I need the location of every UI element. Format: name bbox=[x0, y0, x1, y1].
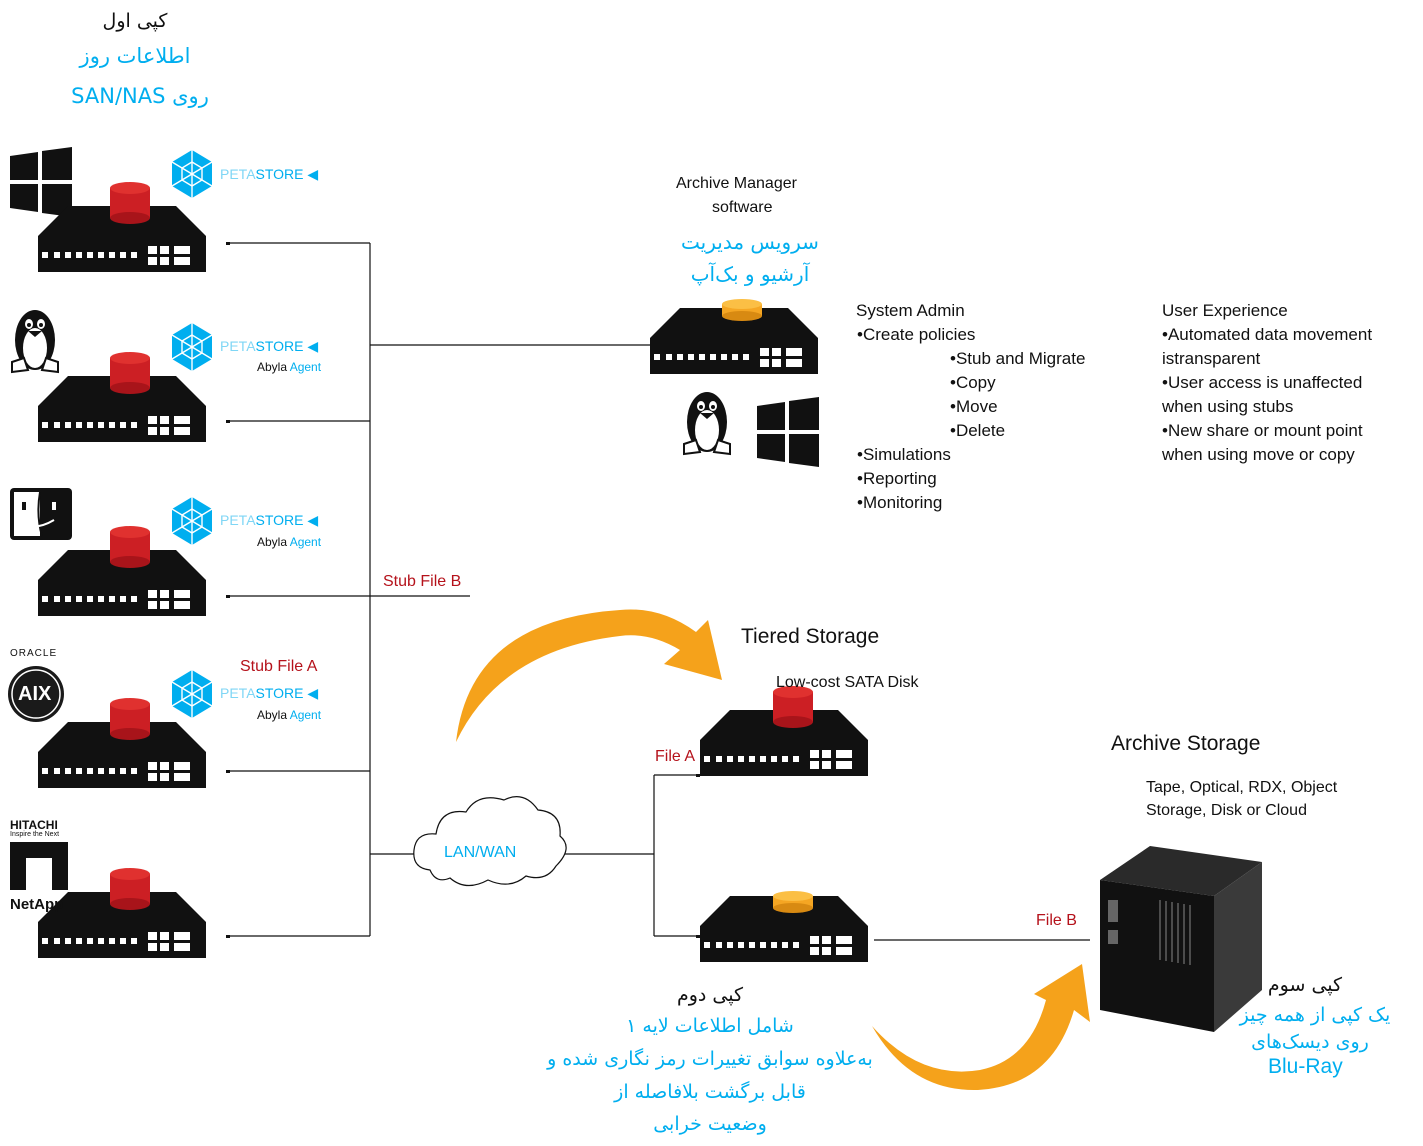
petastore-logo-icon bbox=[171, 496, 213, 546]
archive-storage-tower-icon bbox=[1100, 846, 1262, 1032]
agent-label-2: Abyla Agent bbox=[257, 360, 322, 374]
tiered-storage-arrow bbox=[456, 609, 722, 742]
system-admin-item: •Simulations bbox=[857, 445, 951, 464]
system-admin-item: •Delete bbox=[950, 421, 1006, 440]
third-copy-line3: Blu-Ray bbox=[1268, 1055, 1343, 1078]
hitachi-brand: HITACHI bbox=[10, 818, 58, 832]
archive-storage-line2: Storage, Disk or Cloud bbox=[1146, 802, 1307, 819]
file-b-label: File B bbox=[1036, 912, 1077, 929]
petastore-label-2: PETASTORE ◀ bbox=[220, 338, 319, 354]
petastore-logo-icon bbox=[171, 149, 213, 199]
second-copy-line: شامل اطلاعات لایه ۱ bbox=[626, 1015, 794, 1037]
stub-file-a-label: Stub File A bbox=[240, 658, 318, 675]
archive-manager-fa-line1: سرویس مدیریت bbox=[681, 230, 819, 254]
lan-wan-cloud-icon bbox=[413, 796, 567, 887]
petastore-logo-icon bbox=[171, 322, 213, 372]
windows-icon bbox=[10, 147, 72, 217]
third-copy-line1: یک کپی از همه چیز bbox=[1239, 1004, 1391, 1026]
lan-wan-label: LAN/WAN bbox=[444, 844, 517, 861]
disk-red-icon bbox=[110, 182, 150, 224]
user-experience-title: User Experience bbox=[1162, 301, 1288, 320]
disk-red-icon bbox=[110, 526, 150, 568]
system-admin-item: •Stub and Migrate bbox=[950, 349, 1086, 368]
tiered-storage-title: Tiered Storage bbox=[741, 625, 880, 648]
agent-label-3: Abyla Agent bbox=[257, 535, 322, 549]
archive-manager-title: Archive Manager bbox=[676, 175, 797, 192]
system-admin-item: •Copy bbox=[950, 373, 996, 392]
aix-icon bbox=[8, 666, 64, 722]
system-admin-item: •Reporting bbox=[857, 469, 937, 488]
system-admin-item: •Monitoring bbox=[857, 493, 943, 512]
petastore-label-4: PETASTORE ◀ bbox=[220, 685, 319, 701]
first-copy-line1: اطلاعات روز bbox=[79, 44, 191, 68]
oracle-brand: ORACLE bbox=[10, 648, 58, 659]
petastore-logo-icon bbox=[171, 669, 213, 719]
user-experience-line: when using move or copy bbox=[1162, 445, 1355, 464]
network-lines bbox=[228, 242, 1090, 941]
archive-manager-fa-line2: آرشیو و بک‌آپ bbox=[690, 262, 810, 286]
mac-finder-icon bbox=[10, 488, 72, 540]
agent-label-4: Abyla Agent bbox=[257, 708, 322, 722]
archive-storage-title: Archive Storage bbox=[1111, 732, 1261, 755]
system-admin-title: System Admin bbox=[856, 301, 965, 320]
windows-icon bbox=[757, 397, 819, 467]
disk-orange-icon bbox=[722, 299, 762, 321]
first-copy-line2: روی SAN/NAS bbox=[71, 84, 209, 108]
petastore-label-3: PETASTORE ◀ bbox=[220, 512, 319, 528]
system-admin-item: •Move bbox=[950, 397, 998, 416]
archive-storage-arrow bbox=[872, 964, 1090, 1091]
second-copy-title: کپی دوم bbox=[676, 984, 744, 1006]
linux-icon bbox=[683, 391, 731, 455]
first-copy-title: کپی اول bbox=[102, 10, 168, 32]
aix-brand-mark: AIX bbox=[18, 683, 52, 705]
disk-orange-icon bbox=[773, 891, 813, 913]
disk-red-icon bbox=[110, 352, 150, 394]
disk-red-icon bbox=[773, 686, 813, 728]
file-a-label: File A bbox=[655, 748, 696, 765]
user-experience-line: •New share or mount point bbox=[1162, 421, 1363, 440]
petastore-label-1: PETASTORE ◀ bbox=[220, 166, 319, 182]
user-experience-line: •Automated data movement bbox=[1162, 325, 1373, 344]
system-admin-item: •Create policies bbox=[857, 325, 976, 344]
user-experience-line: •User access is unaffected bbox=[1162, 373, 1363, 392]
archive-manager-subtitle: software bbox=[712, 199, 773, 216]
archive-storage-line1: Tape, Optical, RDX, Object bbox=[1146, 779, 1338, 796]
user-experience-line: when using stubs bbox=[1162, 397, 1294, 416]
line-endpoints bbox=[226, 242, 700, 938]
netapp-brand: NetApp bbox=[10, 896, 64, 913]
disk-red-icon bbox=[110, 868, 150, 910]
second-copy-line: وضعیت خرابی bbox=[653, 1113, 767, 1135]
linux-icon bbox=[11, 309, 59, 373]
netapp-icon bbox=[10, 842, 68, 890]
stub-file-b-label: Stub File B bbox=[383, 573, 462, 590]
third-copy-title: کپی سوم bbox=[1267, 974, 1343, 996]
second-copy-line: به‌علاوه سوابق تغییرات رمز نگاری شده و bbox=[547, 1048, 873, 1070]
tiered-storage-subtitle: Low-cost SATA Disk bbox=[776, 674, 919, 691]
user-experience-line: istransparent bbox=[1162, 349, 1261, 368]
third-copy-line2: روی دیسک‌های bbox=[1251, 1031, 1369, 1053]
hitachi-tagline: Inspire the Next bbox=[10, 831, 60, 838]
disk-red-icon bbox=[110, 698, 150, 740]
second-copy-line: قابل برگشت بلافاصله از bbox=[614, 1081, 806, 1103]
